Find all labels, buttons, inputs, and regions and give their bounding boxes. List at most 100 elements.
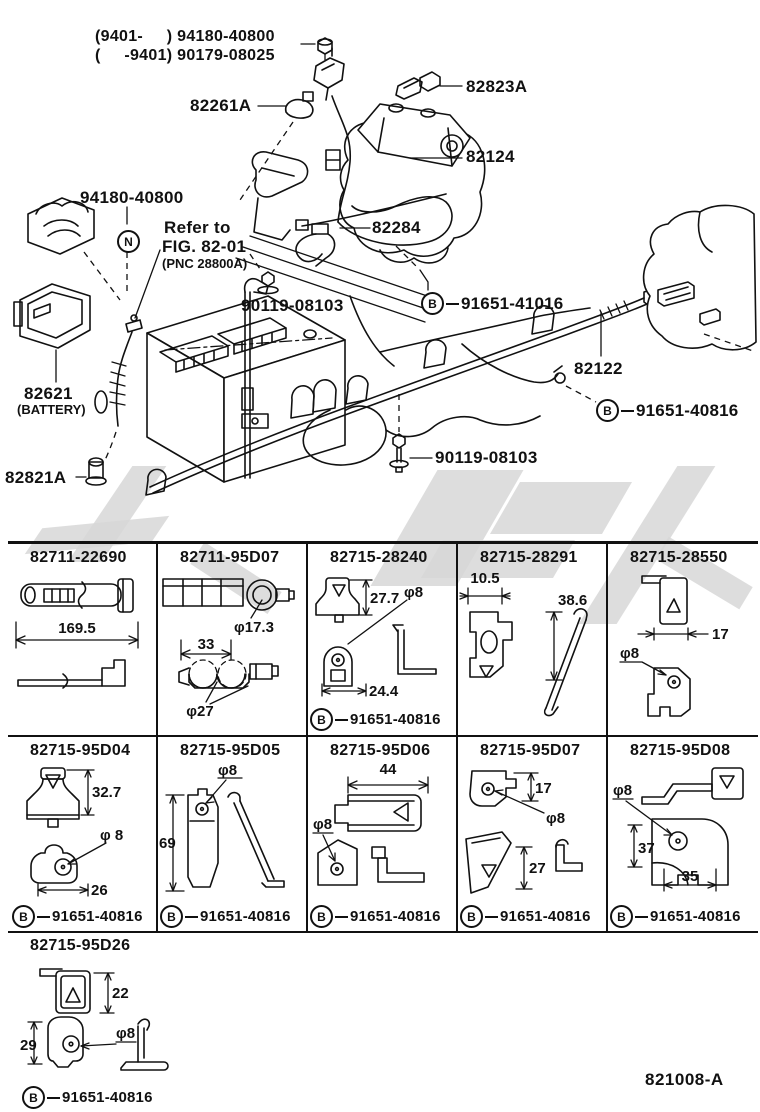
clamp-82261a: [284, 91, 314, 119]
fastener-number: 91651-40816: [350, 711, 441, 728]
part-label-82261a: 82261A: [190, 96, 252, 115]
fastener-callout: B 91651-40816: [310, 905, 441, 928]
part-number: 82715-95D04: [30, 742, 131, 759]
fastener-circle-b: B: [610, 905, 633, 928]
fastener-circle-b: B: [160, 905, 183, 928]
fastener-number: 91651-40816: [500, 908, 591, 925]
part-cell-82715-95D05: 82715-95D05 φ8: [158, 737, 308, 931]
part-cell-82715-95D06: 82715-95D06: [308, 737, 458, 931]
dim-label: φ8: [404, 584, 423, 601]
part-drawing: φ8 37 35: [612, 767, 744, 892]
part-number: 82715-95D07: [480, 742, 581, 759]
dim-label: φ8: [218, 763, 237, 779]
fastener-dash: [446, 302, 459, 305]
fastener-number: 91651-40816: [350, 908, 441, 925]
dim-label: 22: [112, 985, 129, 1002]
part-label-bolt-top: 90119-08103: [241, 296, 344, 315]
part-label-82284: 82284: [372, 218, 421, 237]
fastener-dash: [185, 915, 198, 918]
parts-table: 82711-22690: [8, 541, 758, 933]
part-cell-82715-95D07: 82715-95D07: [458, 737, 608, 931]
dim-label: 29: [20, 1037, 37, 1054]
part-82821a-icon: [85, 457, 107, 486]
dim-label: 32.7: [92, 784, 121, 801]
dim-label: 38.6: [558, 592, 587, 609]
part-number: 82715-95D26: [30, 937, 131, 954]
fastener-number: 91651-41016: [461, 293, 564, 313]
part-label-82621-sub: (BATTERY): [17, 402, 86, 417]
part-drawing: 10.5 38.6: [459, 570, 588, 717]
part-label-82621: 82621: [24, 384, 73, 403]
dim-label: 69: [159, 835, 176, 852]
fastener-number: 91651-40816: [650, 908, 741, 925]
fastener-dash: [335, 718, 348, 721]
fastener-callout: B 91651-40816: [460, 905, 591, 928]
table-row: 82715-95D04: [8, 737, 758, 933]
dim-label: 17: [712, 626, 729, 643]
fastener-dash: [47, 1096, 60, 1099]
dim-label: φ8: [620, 645, 639, 662]
fastener-number: 91651-40816: [52, 908, 143, 925]
dim-label: 24.4: [369, 683, 399, 700]
refer-note-line1: Refer to: [164, 218, 231, 237]
refer-note-line2: FIG. 82-01: [162, 237, 247, 256]
part-drawing: φ8 69: [159, 763, 285, 892]
part-number: 82715-28550: [630, 549, 728, 566]
part-cell-82715-95D08: 82715-95D08: [608, 737, 758, 931]
fastener-dash: [335, 915, 348, 918]
body-bracket: [642, 204, 757, 351]
part-drawing: 33 φ17.3 φ27: [162, 578, 295, 720]
dim-label: φ17.3: [234, 619, 274, 636]
part-number: 82715-28291: [480, 549, 578, 566]
part-number: 82711-95D07: [180, 549, 280, 566]
figure-code: 821008-A: [645, 1070, 724, 1089]
fastener-circle-b: B: [22, 1086, 45, 1109]
part-drawing: 17 φ8 27: [465, 770, 583, 894]
part-number: 82711-22690: [30, 549, 127, 566]
fastener-callout-41016: B 91651-41016: [421, 292, 563, 315]
dim-label: φ8: [546, 810, 565, 827]
part-number: 82715-95D06: [330, 742, 431, 759]
part-drawing: 27.7 φ8 24.4: [315, 577, 437, 700]
code-line-1: (9401- ) 94180-40800: [95, 28, 275, 45]
fastener-circle-b: B: [460, 905, 483, 928]
fastener-callout-40816-top: B 91651-40816: [596, 399, 738, 422]
fastener-circle-b: B: [310, 905, 333, 928]
nut-icon: [317, 37, 333, 55]
bolt-icon-top: [257, 271, 279, 295]
dim-label: 26: [91, 882, 108, 899]
refer-note-line3: (PNC 28800A): [162, 256, 248, 271]
part-label-94180: 94180-40800: [80, 188, 184, 207]
harness-bracket: [313, 47, 345, 101]
dim-label: 27.7: [370, 590, 399, 607]
fastener-number: 91651-40816: [636, 400, 739, 420]
wire-82284: [295, 223, 336, 267]
part-drawing: 32.7 φ 8 26: [26, 767, 123, 899]
exploded-view-drawing: [13, 37, 757, 496]
dim-label: φ8: [116, 1025, 135, 1042]
dim-label: φ27: [186, 703, 213, 720]
dim-label: 27: [529, 860, 546, 877]
part-label-82122: 82122: [574, 359, 623, 378]
part-number: 82715-28240: [330, 549, 428, 566]
part-label-82821a: 82821A: [5, 468, 67, 487]
fastener-callout: B 91651-40816: [12, 905, 143, 928]
dim-label: 35: [682, 868, 699, 885]
battery-drawing: [125, 295, 346, 483]
frame-rails: [235, 235, 440, 323]
part-label-82823a: 82823A: [466, 77, 528, 96]
fastener-callout: B 91651-40816: [160, 905, 291, 928]
fastener-number: 91651-40816: [200, 908, 291, 925]
dim-label: 44: [380, 763, 397, 778]
part-label-82124: 82124: [466, 147, 515, 166]
part-cell-82715-28240: 82715-28240: [308, 544, 458, 735]
dim-label: φ8: [613, 782, 632, 799]
terminal-cover: [27, 197, 95, 255]
dim-label: 10.5: [470, 570, 499, 587]
part-drawing: 169.5: [15, 578, 139, 689]
part-cell-82715-28550: 82715-28550 17: [608, 544, 758, 735]
fastener-circle-b: B: [596, 399, 619, 422]
fastener-dash: [635, 915, 648, 918]
bolt-icon-bottom: [389, 433, 409, 473]
